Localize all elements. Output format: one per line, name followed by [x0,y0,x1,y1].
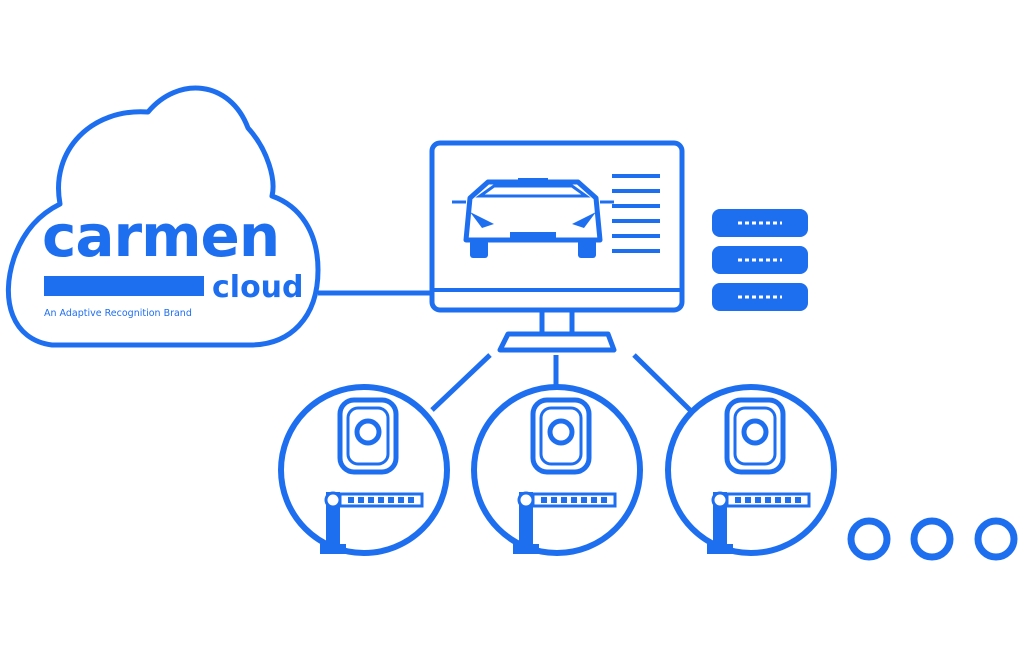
node-3 [665,384,837,556]
monitor-icon [429,140,685,353]
brand-underline-bar [44,276,204,296]
node-1 [278,384,450,556]
node-circle [278,384,450,556]
server-unit [712,283,808,311]
camera-barrier-icon [513,400,615,554]
brand-name: carmen [42,202,279,270]
node-circle [665,384,837,556]
car-front-icon [452,178,614,258]
camera-barrier-icon [320,400,422,554]
monitor-neck [539,307,575,337]
server-unit [712,246,808,274]
text-lines-icon [612,174,660,253]
ellipsis-dot [974,517,1018,561]
product-name: cloud [212,270,304,305]
connectors [318,290,692,412]
tagline: An Adaptive Recognition Brand [44,308,192,319]
ellipsis-dot [847,517,891,561]
camera-barrier-icon [707,400,809,554]
hub-node-1-link [430,353,492,412]
node-circle [471,384,643,556]
cloud-icon: carmen cloud An Adaptive Recognition Bra… [5,85,321,348]
node-2 [471,384,643,556]
ellipsis-circles-icon [847,517,1018,561]
hub-node-3-link [632,353,692,412]
ellipsis-dot [910,517,954,561]
server-unit [712,209,808,237]
server-stack-icon [712,209,808,311]
monitor-base [497,331,617,353]
